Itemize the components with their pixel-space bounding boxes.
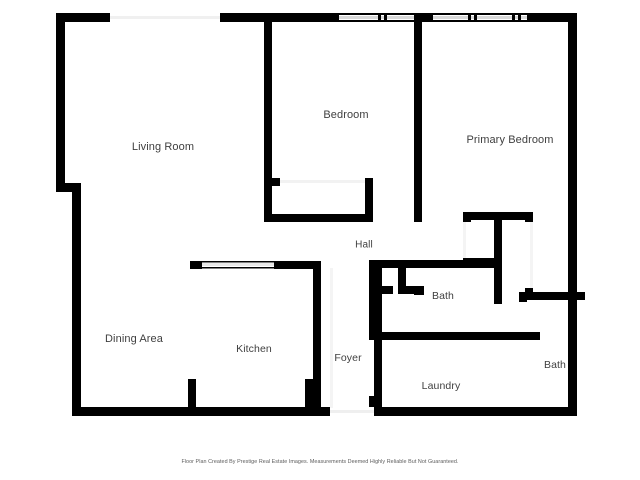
exterior-wall-right — [568, 13, 577, 416]
exterior-wall-left-upper — [56, 13, 65, 192]
wall-closet-right-stub — [525, 212, 533, 222]
wall-kitchen-stub — [305, 379, 313, 416]
opening-closet-right — [530, 222, 533, 288]
window-bedroom-top — [336, 13, 420, 22]
window-kitchen-north — [190, 261, 321, 269]
wall-bedroom-closet-south — [264, 214, 373, 222]
wall-bath-west — [369, 260, 377, 340]
wall-group — [56, 13, 585, 416]
opening-living-room-top — [110, 16, 220, 19]
wall-primary-bath-west — [519, 292, 577, 300]
opening-closet-left — [463, 222, 466, 258]
wall-nub-hall-west — [369, 396, 379, 407]
exterior-wall-left-lower — [72, 183, 81, 416]
wall-nub-bath-corner — [414, 286, 424, 295]
wall-bath-vanity2 — [398, 264, 406, 294]
wall-dining-stub — [188, 379, 196, 416]
wall-bath-south — [369, 332, 540, 340]
wall-primary-bath-stub — [519, 292, 527, 302]
exterior-wall-top-mid2 — [420, 13, 430, 22]
floor-plan-caption: Floor Plan Created By Prestige Real Esta… — [181, 459, 459, 465]
exterior-wall-top-right — [530, 13, 577, 22]
wall-bath-vanity3 — [398, 286, 422, 294]
wall-bath-north — [369, 260, 498, 268]
wall-bedroom-right — [414, 13, 422, 222]
wall-bedroom-closet-right — [365, 178, 373, 222]
exterior-wall-bottom-2 — [377, 407, 577, 416]
exterior-wall-top-left — [56, 13, 110, 22]
wall-closet-divider — [494, 212, 502, 304]
opening-bedroom-closet — [280, 178, 372, 186]
exterior-wall-left-jog — [56, 183, 81, 192]
wall-bedroom-closet-north — [264, 178, 280, 186]
exterior-wall-right-nub — [577, 292, 585, 300]
wall-bedroom-left — [264, 13, 272, 222]
wall-foyer-east — [374, 332, 382, 416]
exterior-wall-bottom — [72, 407, 330, 416]
threshold-foyer-bottom — [330, 410, 377, 413]
threshold-foyer-west — [330, 268, 333, 408]
exterior-wall-top-mid — [220, 13, 336, 22]
wall-foyer-east-upper — [374, 260, 382, 340]
window-primary-bedroom-top — [430, 13, 530, 22]
wall-kitchen-east — [313, 261, 321, 416]
wall-hall-closet-left — [463, 212, 471, 222]
